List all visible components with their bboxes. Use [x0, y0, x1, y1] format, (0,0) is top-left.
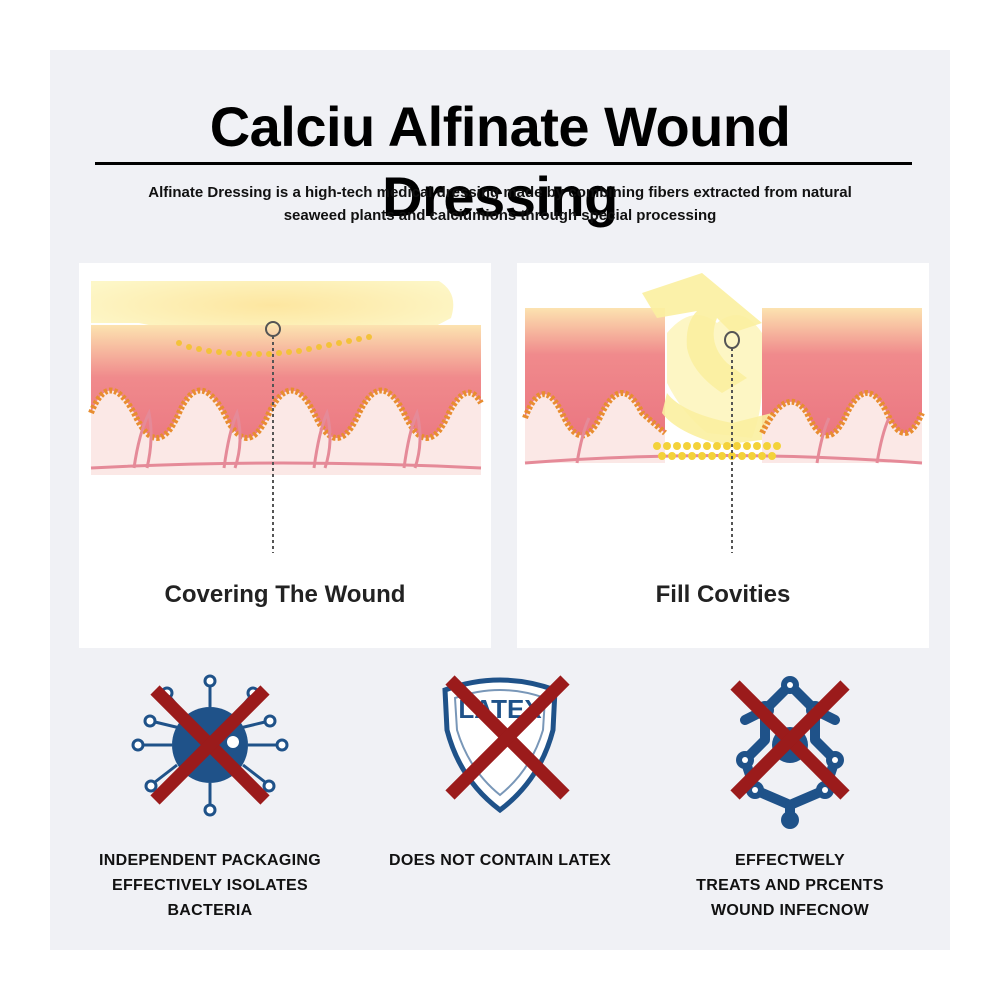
covering-wound-panel: Covering The Wound: [79, 263, 491, 648]
feature-text-latex: DOES NOT CONTAIN LATEX: [355, 848, 645, 873]
feature-text-bacteria: INDEPENDENT PACKAGING EFFECTIVELY ISOLAT…: [65, 848, 355, 923]
panel-caption-covering: Covering The Wound: [164, 581, 406, 608]
main-card: Calciu Alfinate Wound Dressing Alfinate …: [50, 50, 950, 950]
cross-mark-icon: [730, 680, 850, 800]
feature-no-latex: LATEX DOES NOT CONTAIN LATEX: [355, 670, 645, 930]
cross-mark-icon: [445, 675, 570, 800]
fill-cavities-panel: Fill Covities: [517, 263, 929, 648]
feature-text: EFFECTWELY TREATS AND PRCENTS WOUND INFE…: [696, 852, 884, 919]
feature-isolates-bacteria: INDEPENDENT PACKAGING EFFECTIVELY ISOLAT…: [65, 670, 355, 930]
cavity-filling-illustration: [522, 273, 925, 553]
panel-caption-filling: Fill Covities: [655, 581, 791, 608]
feature-text: INDEPENDENT PACKAGING EFFECTIVELY ISOLAT…: [98, 852, 322, 919]
feature-prevents-infection: EFFECTWELY TREATS AND PRCENTS WOUND INFE…: [645, 670, 935, 930]
molecule-network-icon: [730, 676, 850, 829]
title-divider: [95, 162, 912, 165]
feature-text: DOES NOT CONTAIN LATEX: [388, 852, 611, 869]
page-subtitle: Alfinate Dressing is a high-tech medical…: [148, 184, 852, 224]
wound-covering-illustration: [88, 281, 484, 553]
feature-text-infection: EFFECTWELY TREATS AND PRCENTS WOUND INFE…: [645, 848, 935, 923]
cross-mark-icon: [150, 685, 270, 805]
latex-shield-icon: LATEX: [442, 675, 570, 814]
bacteria-icon: [131, 674, 289, 817]
page-title: Calciu Alfinate Wound Dressing: [209, 95, 791, 228]
